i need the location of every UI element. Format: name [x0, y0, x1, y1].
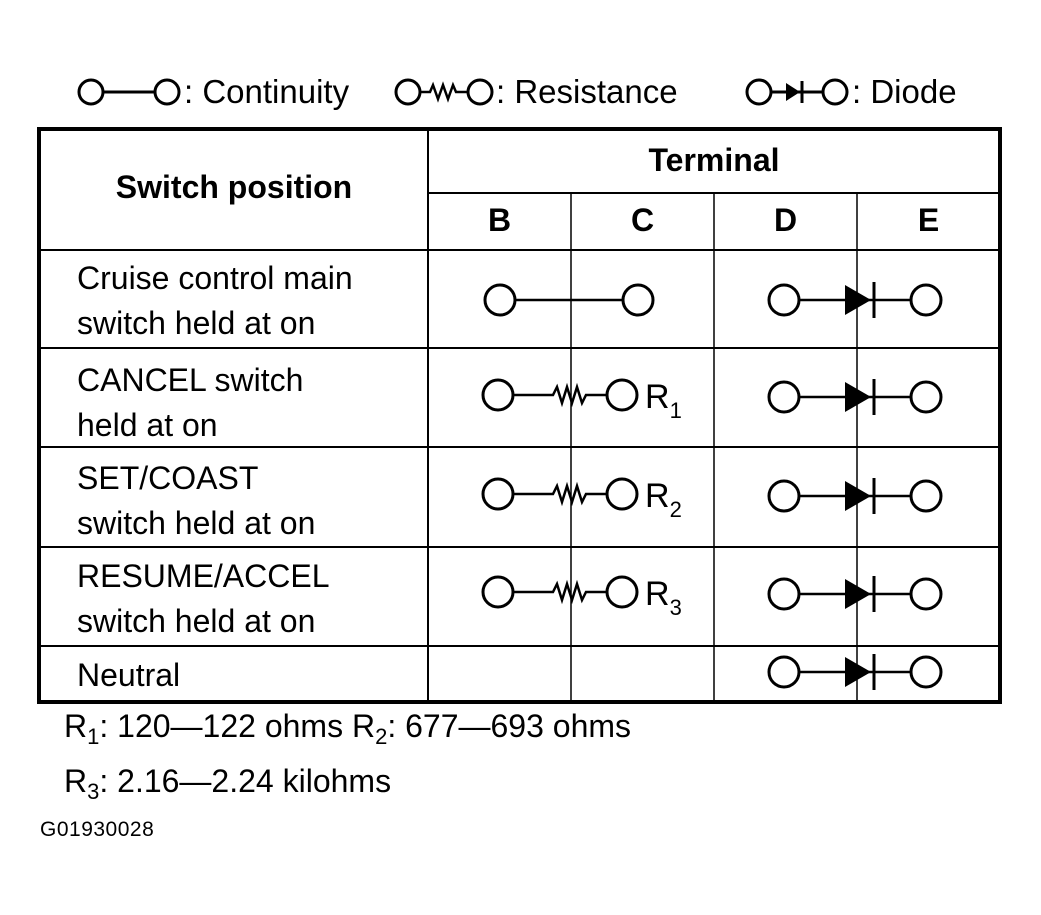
- row-1-terminal-e-icon: [909, 283, 943, 317]
- resistance-notes: R1: 120—122 ohms R2: 677—693 ohms R3: 2.…: [64, 704, 631, 814]
- row-4-switch-line2: switch held at on: [77, 603, 316, 639]
- row-3-terminal-b-icon: [481, 477, 515, 511]
- row-2-terminal-e-icon: [909, 380, 943, 414]
- row-2-switch-line1: CANCEL switch: [77, 362, 304, 398]
- row-2-resistance-label: R1: [645, 378, 682, 423]
- row-5-terminal-d-icon: [767, 655, 801, 689]
- r1-symbol: R: [64, 708, 88, 744]
- row-3-resistance-label: R2: [645, 477, 682, 522]
- figure-code: G01930028: [40, 818, 155, 841]
- notes-line-2: R3: 2.16—2.24 kilohms: [64, 759, 631, 814]
- row-3-switch-line1: SET/COAST: [77, 460, 259, 496]
- row-4-resistor-icon: [513, 579, 608, 605]
- header-terminal: Terminal: [648, 142, 780, 178]
- diode-symbol-icon: [745, 78, 849, 106]
- row-5-switch-line1: Neutral: [77, 657, 181, 693]
- terminal-e-label: E: [917, 202, 940, 238]
- legend-continuity: : Continuity: [76, 68, 349, 116]
- row-3-terminal-c-icon: [605, 477, 639, 511]
- continuity-symbol-icon: [77, 78, 181, 106]
- row-2-switch-line2: held at on: [77, 407, 218, 443]
- row-2-terminal-d-icon: [767, 380, 801, 414]
- row-4-resistance-label: R3: [645, 575, 682, 620]
- row-2-resistor-icon: [513, 382, 608, 408]
- row-1-diode-arrow-icon: [845, 285, 871, 315]
- terminal-b-label: B: [487, 202, 512, 238]
- row-3-terminal-d-icon: [767, 479, 801, 513]
- row-3-resistance-subscript: 2: [670, 497, 682, 522]
- row-4-terminal-d-icon: [767, 577, 801, 611]
- row-5-diode-arrow-icon: [845, 657, 871, 687]
- row-4-resistance-subscript: 3: [670, 595, 682, 620]
- legend-diode: : Diode: [744, 68, 957, 116]
- header-switch-position: Switch position: [115, 169, 353, 205]
- r1-value: : 120—122 ohms: [99, 708, 344, 744]
- row-3-resistor-icon: [513, 481, 608, 507]
- r2-value: : 677—693 ohms: [387, 708, 632, 744]
- row-4-terminal-b-icon: [481, 575, 515, 609]
- row-4-terminal-e-icon: [909, 577, 943, 611]
- r2-subscript: 2: [375, 724, 388, 749]
- row-3-terminal-e-icon: [909, 479, 943, 513]
- row-1-switch-line1: Cruise control main: [77, 260, 353, 296]
- row-2-diode-arrow-icon: [845, 382, 871, 412]
- r1-subscript: 1: [87, 724, 100, 749]
- terminal-c-label: C: [630, 202, 655, 238]
- row-3-diode-arrow-icon: [845, 481, 871, 511]
- r3-symbol: R: [64, 763, 88, 799]
- resistance-symbol-icon: [394, 78, 494, 106]
- row-4-diode-arrow-icon: [845, 579, 871, 609]
- r2-symbol: R: [351, 708, 376, 744]
- r3-subscript: 3: [87, 779, 100, 804]
- legend-diode-label: : Diode: [852, 73, 957, 110]
- row-1-switch-line2: switch held at on: [77, 305, 316, 341]
- row-4-terminal-c-icon: [605, 575, 639, 609]
- legend-resistance: : Resistance: [394, 68, 678, 116]
- row-1-terminal-c-icon: [621, 283, 655, 317]
- row-1-terminal-d-icon: [767, 283, 801, 317]
- legend-resistance-label: : Resistance: [496, 73, 678, 110]
- row-2-resistance-subscript: 1: [670, 398, 682, 423]
- notes-line-1: R1: 120—122 ohms R2: 677—693 ohms: [64, 704, 631, 759]
- terminal-d-label: D: [773, 202, 798, 238]
- row-4-switch-line1: RESUME/ACCEL: [77, 558, 330, 594]
- row-2-terminal-b-icon: [481, 378, 515, 412]
- r3-value: : 2.16—2.24 kilohms: [99, 763, 392, 799]
- row-5-terminal-e-icon: [909, 655, 943, 689]
- legend-continuity-label: : Continuity: [184, 73, 350, 110]
- row-3-switch-line2: switch held at on: [77, 505, 316, 541]
- row-1-terminal-b-icon: [483, 283, 517, 317]
- row-2-terminal-c-icon: [605, 378, 639, 412]
